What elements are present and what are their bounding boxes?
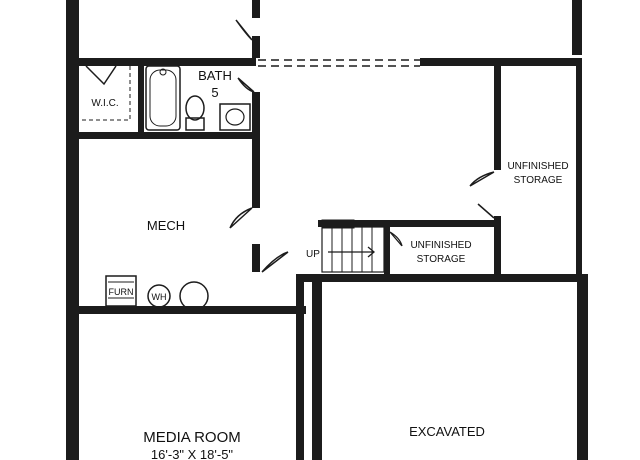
lower-horizontal-wall (296, 274, 588, 282)
upper-wall-stub (252, 0, 260, 18)
sink-vanity (219, 103, 251, 131)
bathtub-drain-icon (159, 68, 167, 76)
left-exterior-wall-lower (66, 306, 79, 460)
stair-treads (321, 219, 385, 273)
sink-basin-icon (225, 108, 245, 126)
right-exterior-wall-upper (572, 0, 582, 55)
excavated-left-wall (312, 282, 322, 460)
wall-top-left (66, 58, 256, 66)
furnace-label: FURN (109, 287, 134, 297)
stair-storage-divider (384, 227, 390, 274)
round-tank-icon (179, 281, 209, 311)
media-room-dimensions: 16'-3" X 18'-5" (151, 447, 234, 460)
media-room-label: MEDIA ROOM (143, 429, 241, 446)
storage-right-left-wall-bottom (494, 216, 501, 274)
wic-bath-divider (138, 62, 144, 134)
storage-stair-label-2: STORAGE (417, 254, 466, 265)
toilet-tank (185, 117, 205, 131)
furnace-box (105, 275, 137, 307)
water-heater-icon (147, 284, 171, 308)
bath-right-wall-top (252, 36, 260, 58)
bath-door-swing (237, 77, 255, 93)
bath-bottom-wall (66, 132, 260, 139)
bathtub-inner (149, 69, 177, 127)
storage-right-door-swing-2 (477, 203, 495, 219)
excavated-label: EXCAVATED (409, 424, 485, 439)
mech-door-swing (229, 207, 253, 229)
mech-bottom-wall (66, 306, 306, 314)
mech-right-wall-lower (252, 244, 260, 272)
toilet-bowl-icon (185, 95, 205, 121)
water-heater-label: WH (152, 292, 167, 302)
storage-right-label-1: UNFINISHED (507, 161, 568, 172)
stair-up-label: UP (306, 249, 320, 260)
storage-right-label-2: STORAGE (514, 175, 563, 186)
mech-right-wall (252, 138, 260, 208)
storage-right-door-swing (469, 171, 495, 187)
right-exterior-wall (576, 60, 582, 282)
mech-door-swing-lower (261, 251, 289, 273)
storage-right-left-wall-top (494, 62, 501, 170)
upper-door-swing (235, 19, 253, 41)
wic-door-swing (85, 65, 117, 86)
right-exterior-wall-lower (577, 282, 588, 460)
bath-number-label: 5 (211, 85, 218, 100)
stair-left-wall (296, 274, 304, 460)
bathtub (145, 65, 181, 131)
wic-label: W.I.C. (91, 98, 118, 109)
bath-right-wall (252, 92, 260, 138)
mech-label: MECH (147, 218, 185, 233)
bath-label: BATH (198, 68, 232, 83)
stair-storage-door-swing (389, 231, 403, 247)
storage-stair-label-1: UNFINISHED (410, 240, 471, 251)
stair-arrow-icon (328, 246, 376, 258)
stair-top-wall (318, 220, 500, 227)
